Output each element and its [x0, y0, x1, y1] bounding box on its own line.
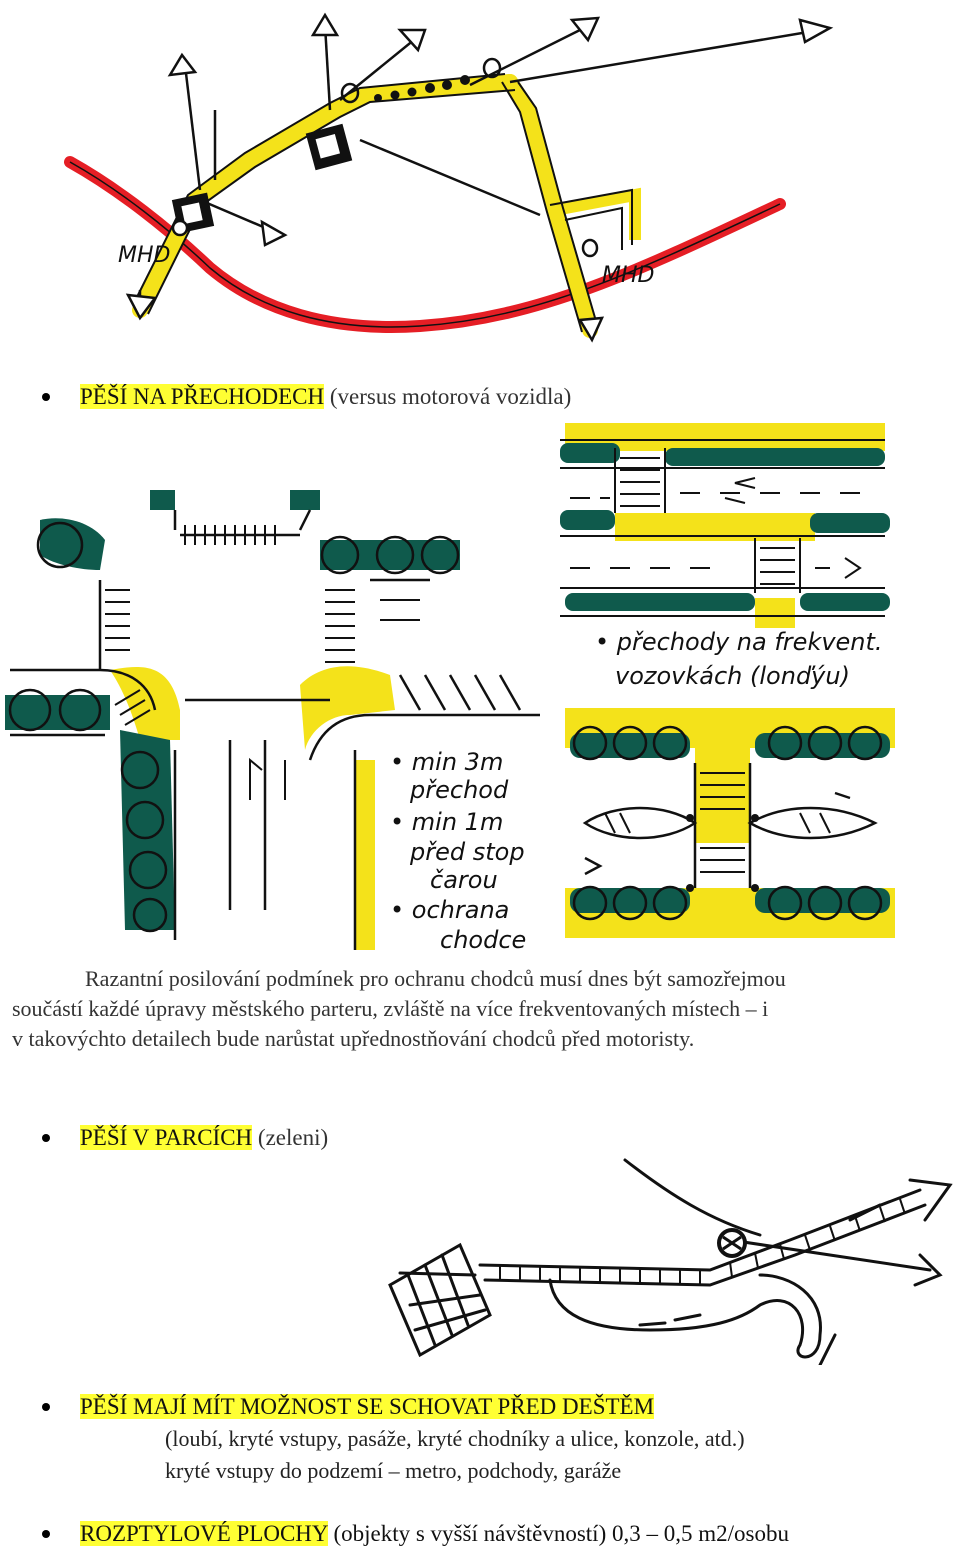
bullet	[42, 393, 50, 401]
paragraph-line: součástí každé úpravy městského parteru,…	[12, 994, 952, 1024]
mhd-label-right: MHD	[602, 263, 654, 288]
note-line-1: • min 3m	[390, 748, 503, 776]
paragraph-line: v takovýchto detailech bude narůstat upř…	[12, 1024, 952, 1054]
section-heading-parks: PĚŠÍ V PARCÍCH (zeleni)	[42, 1124, 328, 1152]
heading-highlight: PĚŠÍ V PARCÍCH	[80, 1125, 252, 1150]
section-heading-crossings: PĚŠÍ NA PŘECHODECH (versus motorová vozi…	[42, 383, 571, 411]
bullet	[42, 1134, 50, 1142]
note-line-3: • min 1m	[390, 808, 503, 836]
heading-rest: (versus motorová vozidla)	[330, 384, 571, 409]
sketch-pedestrian-routes: MHD MHD	[0, 0, 960, 350]
note-line-6: • ochrana	[390, 896, 509, 924]
note-line-5: čarou	[430, 866, 498, 894]
crossings-paragraph: Razantní posilování podmínek pro ochranu…	[12, 964, 952, 1054]
note-staggered-1: • přechody na frekvent.	[595, 628, 883, 656]
heading-highlight: PĚŠÍ NA PŘECHODECH	[80, 384, 324, 409]
note-staggered-2: vozovkách (lonďýu)	[615, 662, 850, 690]
heading-rest: (objekty s vyšší návštěvností) 0,3 – 0,5…	[333, 1521, 789, 1546]
bullet	[42, 1530, 50, 1538]
heading-rest: (zeleni)	[258, 1125, 328, 1150]
heading-highlight: ROZPTYLOVÉ PLOCHY	[80, 1521, 328, 1546]
section-heading-rain-shelter: PĚŠÍ MAJÍ MÍT MOŽNOST SE SCHOVAT PŘED DE…	[42, 1393, 654, 1421]
rain-shelter-detail-1: (loubí, kryté vstupy, pasáže, kryté chod…	[165, 1424, 745, 1454]
paragraph-line: Razantní posilování podmínek pro ochranu…	[12, 964, 952, 994]
sketch-park-paths	[380, 1155, 955, 1365]
mhd-label-left: MHD	[118, 243, 170, 268]
heading-highlight: PĚŠÍ MAJÍ MÍT MOŽNOST SE SCHOVAT PŘED DE…	[80, 1394, 654, 1419]
sketch-intersection: • min 3m přechod • min 1m před stop čaro…	[0, 470, 560, 960]
note-line-7: chodce	[440, 926, 526, 954]
section-heading-dispersal-areas: ROZPTYLOVÉ PLOCHY (objekty s vyšší návšt…	[42, 1520, 789, 1548]
sketch-staggered-crossings: • přechody na frekvent. vozovkách (lonďý…	[555, 418, 955, 963]
rain-shelter-detail-2: kryté vstupy do podzemí – metro, podchod…	[165, 1456, 621, 1486]
note-line-2: přechod	[409, 776, 509, 804]
note-line-4: před stop	[409, 838, 525, 866]
bullet	[42, 1403, 50, 1411]
